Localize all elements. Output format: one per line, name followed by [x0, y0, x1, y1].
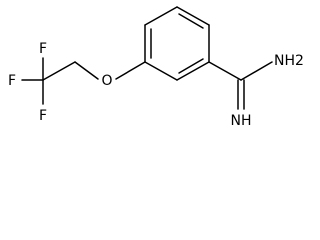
atom-label-ether-oxygen: O [101, 73, 112, 89]
atom-label-fluorine-top: F [39, 41, 47, 57]
bond-ring-to-amidine-carbon [208, 61, 242, 81]
bond-amidine-carbon-to-nh2 [240, 61, 273, 81]
bond-oxygen-to-ch2 [74, 61, 99, 80]
aromatic-inner-bond-bottom-right [178, 58, 204, 74]
ring-bond-c5-c6 [144, 61, 178, 81]
ring-bond-c4-c5 [176, 61, 210, 81]
aromatic-inner-bond-top-right [178, 13, 204, 29]
atom-label-imine-nh: NH [231, 113, 252, 129]
bond-ch2-to-cf3-carbon [42, 61, 76, 81]
atom-label-fluorine-bottom: F [39, 108, 47, 124]
ring-bond-c2-c3 [176, 6, 210, 26]
atom-label-amine-nh2: NH2 [274, 53, 304, 69]
atom-label-fluorine-left: F [8, 73, 16, 89]
chemical-structure: F F F O NH2 NH [7, 6, 304, 129]
ring-bond-c1-c2 [144, 6, 178, 26]
structure-drawing: F F F O NH2 NH [8, 6, 304, 129]
bond-ring-to-oxygen [115, 61, 146, 80]
